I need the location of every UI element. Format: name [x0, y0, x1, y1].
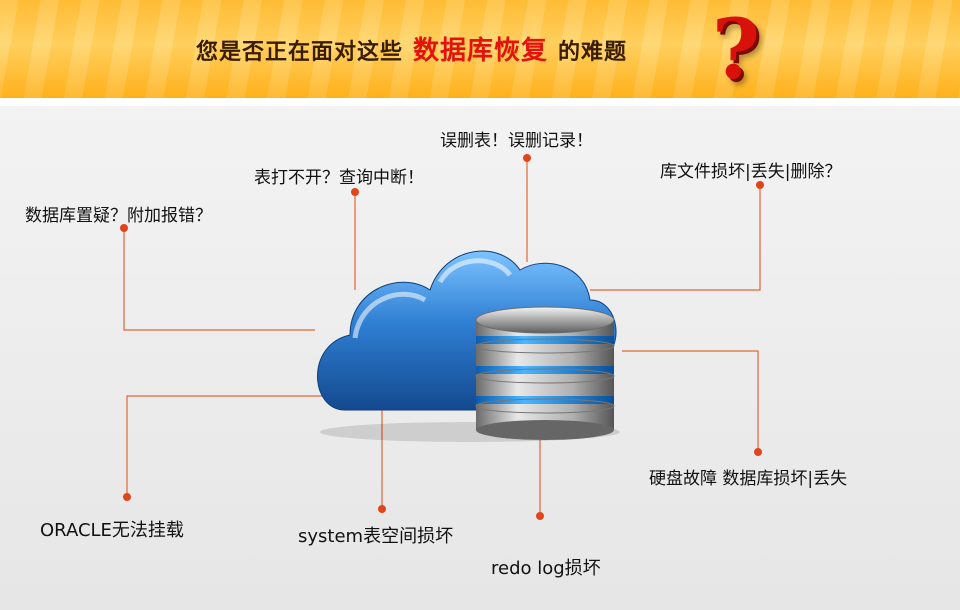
divider [0, 98, 960, 106]
cloud-database-icon [317, 250, 620, 442]
callout-delete: 误删表！误删记录！ [440, 131, 593, 151]
callout-suspect: 数据库置疑？附加报错？ [25, 206, 212, 226]
banner-prefix: 您是否正在面对这些 [196, 40, 404, 65]
banner-title: 您是否正在面对这些数据库恢复的难题 [196, 30, 627, 67]
callout-redo-log: redo log损坏 [491, 558, 601, 579]
header-banner: 您是否正在面对这些数据库恢复的难题 ? [0, 0, 960, 98]
callout-system-tablespace: system表空间损坏 [298, 526, 454, 547]
callout-disk-failure: 硬盘故障 数据库损坏|丢失 [649, 469, 848, 489]
callout-oracle: ORACLE无法挂载 [40, 520, 184, 541]
callout-table-open: 表打不开？查询中断！ [254, 168, 424, 188]
banner-suffix: 的难题 [558, 40, 628, 65]
question-mark-icon: ? [712, 2, 761, 98]
connector-dots [120, 154, 764, 520]
callout-file-damage: 库文件损坏|丢失|删除？ [660, 162, 842, 182]
connector-lines [123, 158, 761, 516]
banner-highlight: 数据库恢复 [413, 36, 549, 66]
